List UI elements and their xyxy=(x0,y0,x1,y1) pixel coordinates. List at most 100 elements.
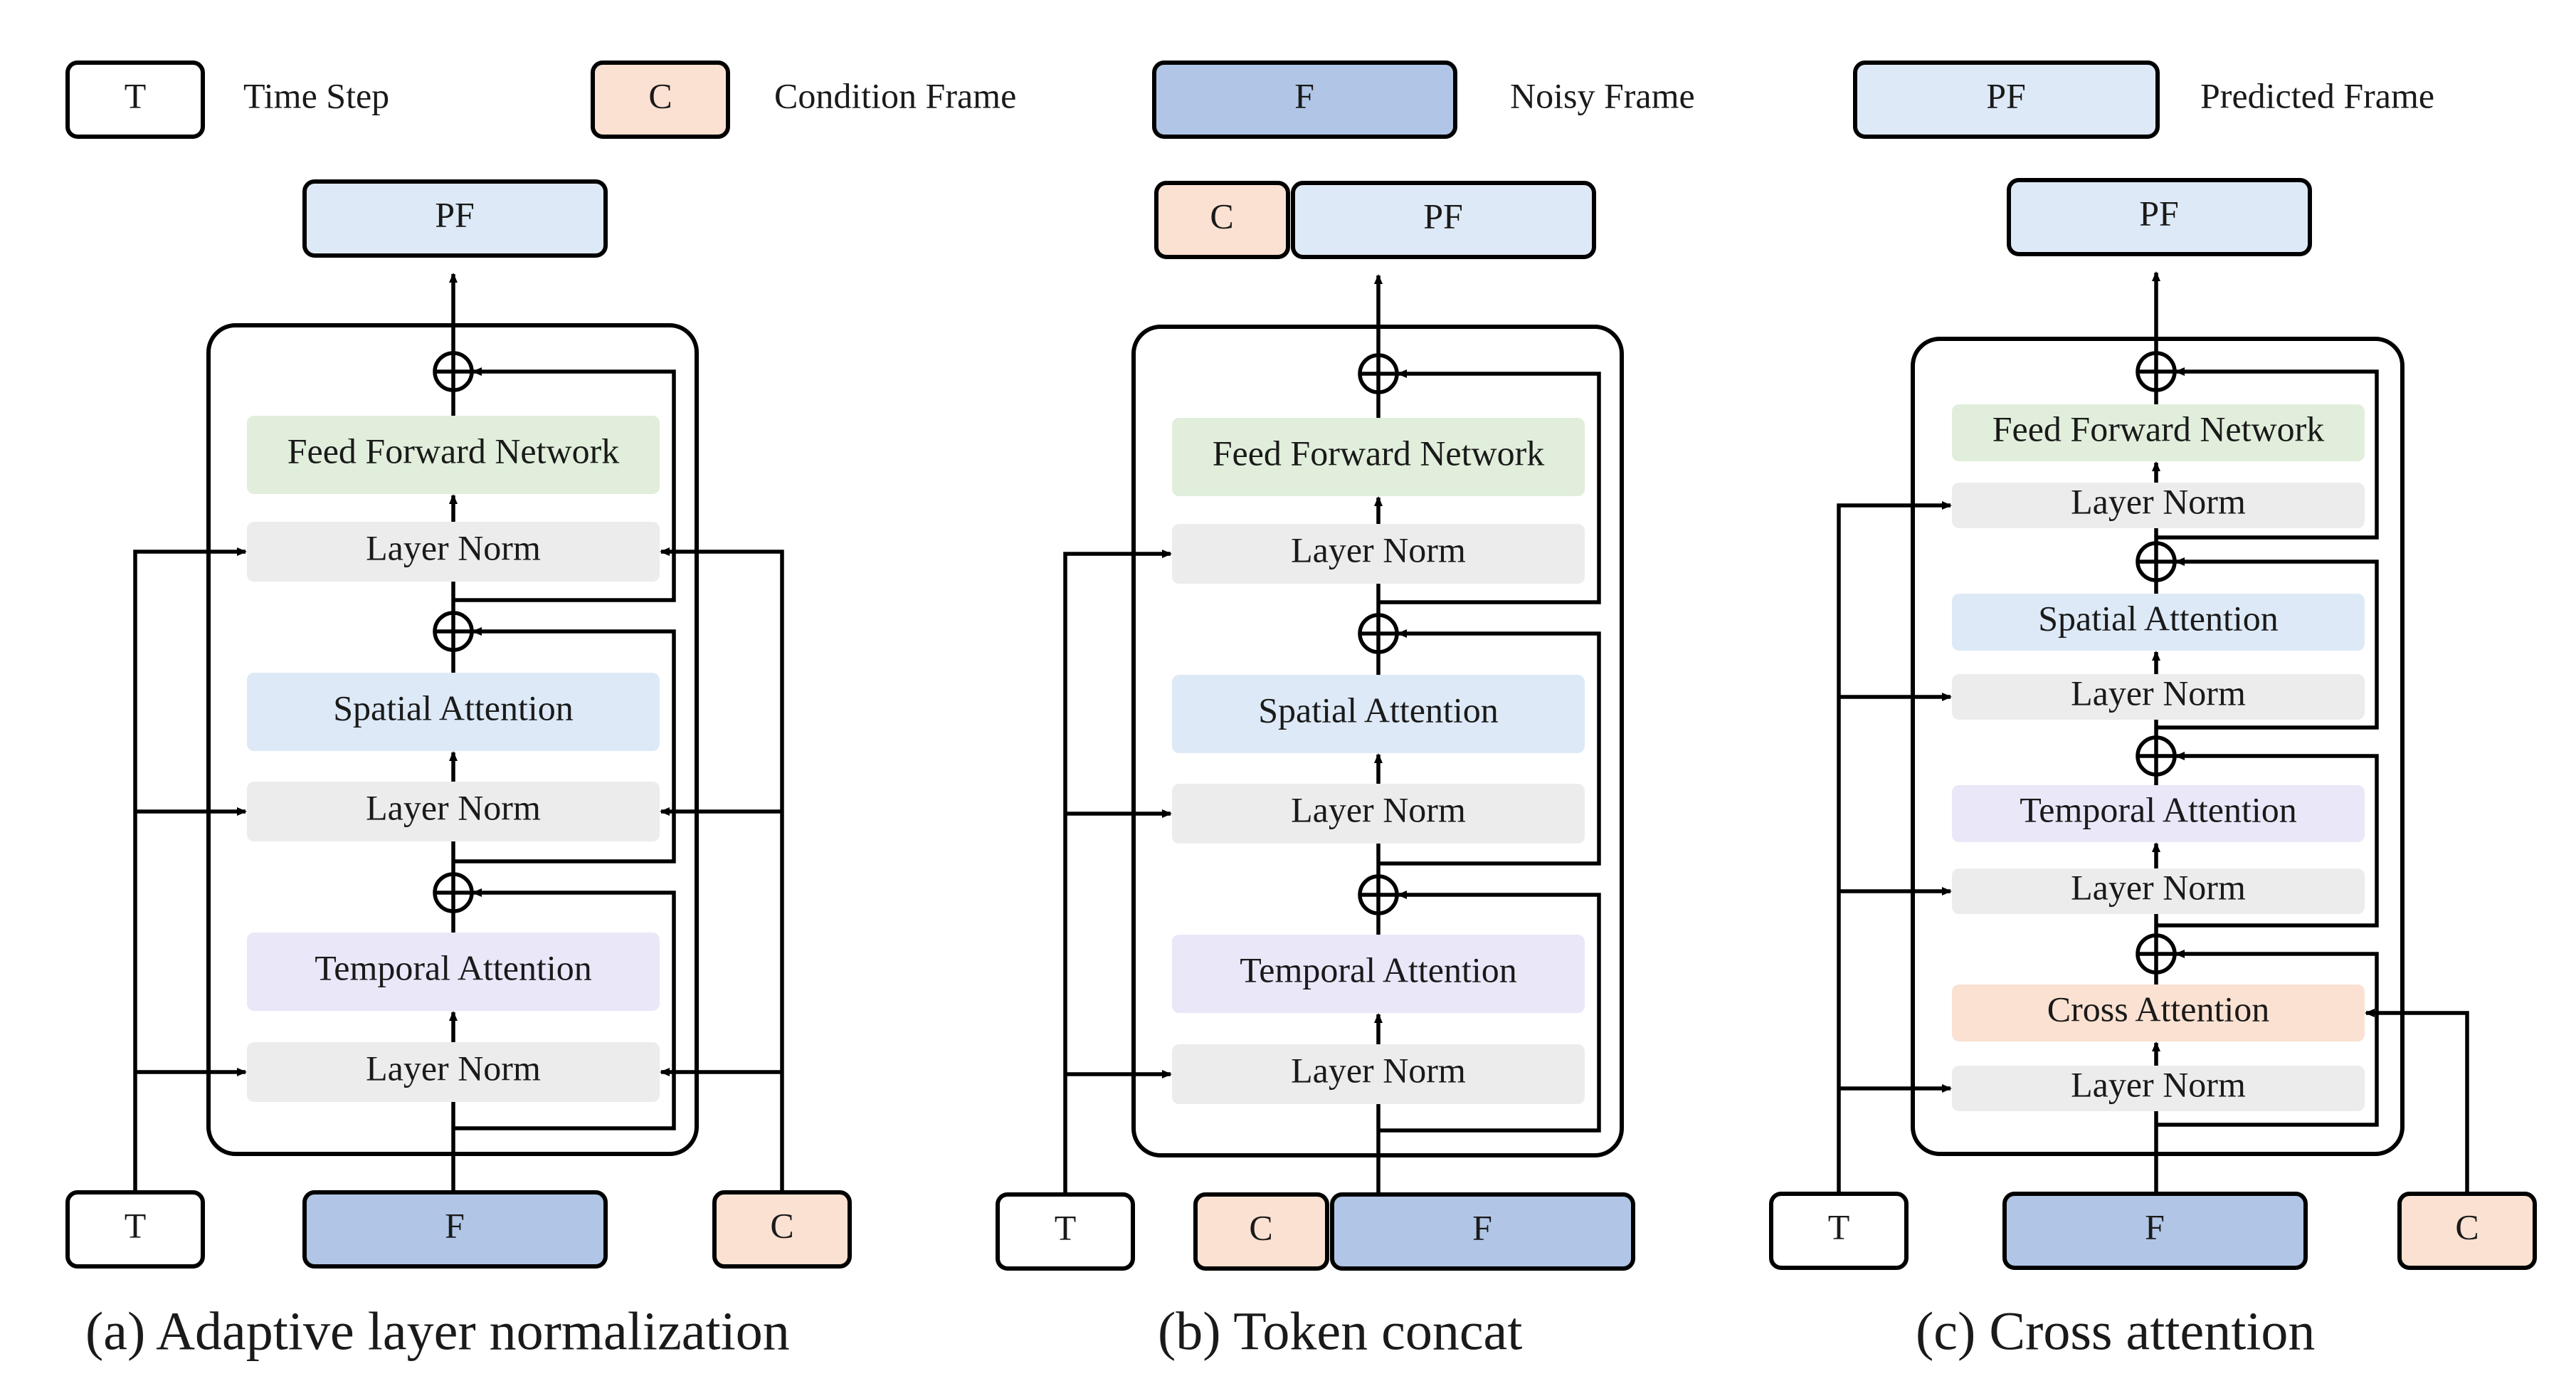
panel-a-layer-norm-3 xyxy=(247,522,660,582)
panel-a-output-label: PF xyxy=(435,194,475,234)
panel-a-connectors xyxy=(133,273,784,1192)
panel-c-add-2-cross xyxy=(2138,737,2175,774)
panel-b-input-f xyxy=(1330,1192,1635,1271)
panel-a-output-pf xyxy=(302,179,608,258)
panel-a-layer-norm-1 xyxy=(247,1042,660,1102)
panel-b-layer-norm-2 xyxy=(1172,784,1585,844)
panel-c-layer-norm-1-label: Layer Norm xyxy=(2071,1064,2246,1104)
legend-time-step-label: Time Step xyxy=(243,75,389,115)
legend-time-step: T Time Step xyxy=(65,61,389,139)
panel-c-ffn-label: Feed Forward Network xyxy=(1992,409,2325,448)
panel-b-spatial-label: Spatial Attention xyxy=(1258,690,1498,730)
panel-a-temporal-label: Temporal Attention xyxy=(315,947,591,987)
panel-a-input-f-label: F xyxy=(445,1205,465,1245)
panel-c-cross-attention xyxy=(1952,984,2365,1041)
panel-b-output-pf-label: PF xyxy=(1423,196,1463,236)
legend-time-step-swatch xyxy=(65,61,205,139)
legend-predicted-frame: PF Predicted Frame xyxy=(1853,61,2434,139)
panel-c-add-1-cross xyxy=(2138,935,2175,972)
panel-c-temporal-attention xyxy=(1952,785,2365,842)
legend-predicted-swatch xyxy=(1853,61,2160,139)
panel-b-output-pf xyxy=(1291,181,1596,259)
panel-c: PF Feed Forward Network Layer Norm Spati… xyxy=(1769,178,2537,1361)
panel-a-input-c-label: C xyxy=(770,1205,793,1245)
panel-c-input-t xyxy=(1769,1192,1909,1270)
legend-time-step-symbol: T xyxy=(125,75,147,115)
panel-c-layer-norm-4 xyxy=(1952,483,2365,528)
panel-c-spatial-label: Spatial Attention xyxy=(2038,598,2278,638)
panel-a-input-t-label: T xyxy=(125,1205,147,1245)
legend-noisy-symbol: F xyxy=(1294,75,1314,115)
legend-condition-label: Condition Frame xyxy=(774,75,1016,115)
panel-c-layer-norm-3 xyxy=(1952,674,2365,720)
legend-condition-swatch xyxy=(591,61,730,139)
panel-b-temporal-label: Temporal Attention xyxy=(1240,950,1516,989)
panel-c-layer-norm-4-label: Layer Norm xyxy=(2071,481,2246,521)
panel-b-spatial-attention xyxy=(1172,675,1585,753)
legend: T Time Step C Condition Frame F Noisy Fr… xyxy=(65,61,2434,139)
panel-b-output-c xyxy=(1154,181,1290,259)
panel-c-caption: (c) Cross attention xyxy=(1916,1301,2315,1361)
panel-a-layer-norm-3-label: Layer Norm xyxy=(366,527,541,567)
panel-a-layer-norm-2 xyxy=(247,782,660,841)
legend-condition-symbol: C xyxy=(648,75,672,115)
legend-predicted-label: Predicted Frame xyxy=(2200,75,2434,115)
panel-a-input-t xyxy=(65,1190,205,1269)
panel-a-input-c xyxy=(712,1190,852,1269)
panel-c-layer-norm-2-label: Layer Norm xyxy=(2071,867,2246,907)
panel-b: C PF Feed Forward Network Layer Norm Spa… xyxy=(996,181,1635,1361)
panel-b-caption: (b) Token concat xyxy=(1158,1301,1522,1361)
legend-noisy-label: Noisy Frame xyxy=(1510,75,1695,115)
panel-b-add-1-cross xyxy=(1360,876,1397,913)
panel-a-layer-norm-2-label: Layer Norm xyxy=(366,787,541,827)
panel-a-spatial-label: Spatial Attention xyxy=(333,688,573,728)
panel-b-layer-norm-1 xyxy=(1172,1044,1585,1104)
panel-a-ffn-label: Feed Forward Network xyxy=(287,431,620,471)
panel-c-add-4-cross xyxy=(2138,353,2175,390)
panel-b-layer-norm-1-label: Layer Norm xyxy=(1291,1050,1466,1090)
panel-c-output-pf xyxy=(2007,178,2312,256)
legend-noisy-swatch xyxy=(1152,61,1457,139)
panel-b-layer-norm-2-label: Layer Norm xyxy=(1291,789,1466,829)
panel-a-add-3-cross xyxy=(435,353,472,390)
panel-c-temporal-label: Temporal Attention xyxy=(2020,789,2296,829)
panel-b-connectors xyxy=(1063,274,1601,1194)
panel-c-input-t-label: T xyxy=(1828,1207,1850,1246)
panel-a: PF Feed Forward Network Layer Norm Spati… xyxy=(65,179,852,1361)
panel-a-caption: (a) Adaptive layer normalization xyxy=(85,1301,790,1361)
panel-a-ffn-block xyxy=(247,416,660,494)
panel-c-layer-norm-1 xyxy=(1952,1066,2365,1111)
panel-a-temporal-attention xyxy=(247,933,660,1011)
panel-b-input-t xyxy=(996,1192,1135,1271)
panel-c-layer-norm-3-label: Layer Norm xyxy=(2071,673,2246,713)
panel-c-input-f-label: F xyxy=(2145,1207,2165,1246)
panel-a-spatial-attention xyxy=(247,673,660,751)
panel-b-input-f-label: F xyxy=(1472,1207,1492,1247)
panel-b-input-c-label: C xyxy=(1249,1207,1272,1247)
panel-b-layer-norm-3-label: Layer Norm xyxy=(1291,530,1466,569)
panel-c-output-label: PF xyxy=(2139,193,2179,233)
panel-b-input-c xyxy=(1193,1192,1329,1271)
panel-b-ffn-label: Feed Forward Network xyxy=(1213,433,1545,473)
panel-b-input-t-label: T xyxy=(1055,1207,1077,1247)
panel-c-spatial-attention xyxy=(1952,594,2365,651)
legend-noisy-frame: F Noisy Frame xyxy=(1152,61,1695,139)
panel-c-add-3-cross xyxy=(2138,543,2175,580)
panel-c-input-f xyxy=(2002,1192,2308,1270)
panel-b-add-2-cross xyxy=(1360,615,1397,652)
panel-b-layer-norm-3 xyxy=(1172,524,1585,584)
panel-a-layer-norm-1-label: Layer Norm xyxy=(366,1048,541,1088)
panel-b-temporal-attention xyxy=(1172,935,1585,1013)
legend-predicted-symbol: PF xyxy=(1986,75,2026,115)
panel-a-add-2-cross xyxy=(435,613,472,650)
panel-c-cross-label: Cross Attention xyxy=(2047,989,2270,1029)
panel-b-ffn-block xyxy=(1172,418,1585,496)
panel-c-input-c-label: C xyxy=(2455,1207,2479,1246)
panel-b-add-3-cross xyxy=(1360,355,1397,392)
panel-b-output-c-label: C xyxy=(1210,196,1233,236)
panel-a-add-1-cross xyxy=(435,874,472,911)
panel-c-connectors xyxy=(1837,271,2469,1194)
panel-a-input-f xyxy=(302,1190,608,1269)
panel-c-input-c xyxy=(2397,1192,2537,1270)
